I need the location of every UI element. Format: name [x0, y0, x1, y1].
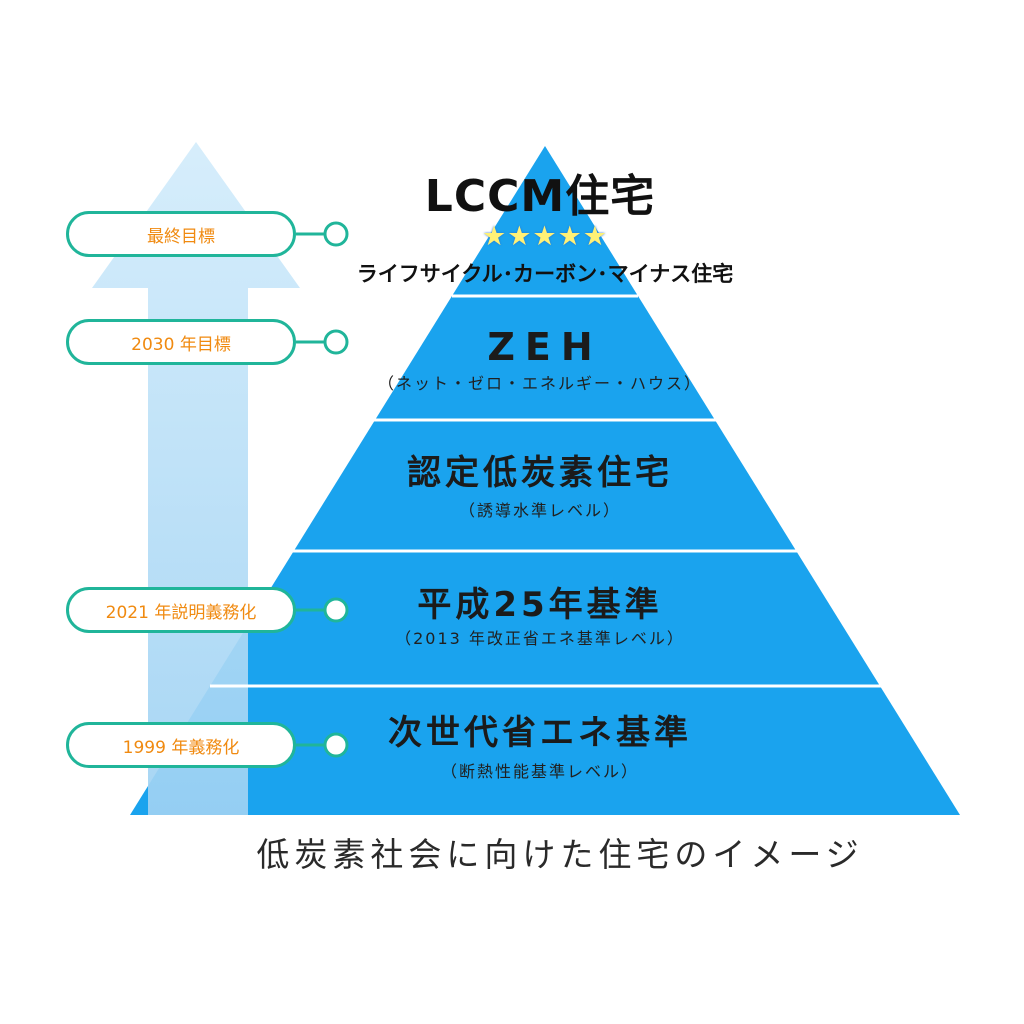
tier-title: 平成25年基準: [417, 585, 663, 625]
connector: [296, 597, 349, 623]
tier-subtitle: （ネット・ゼロ・エネルギー・ハウス）: [377, 374, 702, 393]
tier-title: 次世代省エネ基準: [388, 713, 692, 753]
milestone-label: 2030 年目標: [66, 319, 296, 365]
tier-subtitle: （断熱性能基準レベル）: [440, 762, 639, 781]
connector: [296, 221, 349, 247]
tier-title: 認定低炭素住宅: [407, 453, 673, 493]
milestone-label: 1999 年義務化: [66, 722, 296, 768]
connector: [296, 329, 349, 355]
milestone-label: 2021 年説明義務化: [66, 587, 296, 633]
tier-subtitle: （2013 年改正省エネ基準レベル）: [395, 629, 685, 648]
lccm-subtitle: ライフサイクル･カーボン･マイナス住宅: [356, 262, 734, 286]
pyramid-shape: [130, 146, 960, 815]
connector: [296, 732, 349, 758]
milestone-label: 最終目標: [66, 211, 296, 257]
tier-title: ZEH: [487, 325, 603, 369]
diagram-caption: 低炭素社会に向けた住宅のイメージ: [256, 835, 864, 874]
rating-stars-icon: ★★★★★: [481, 221, 609, 252]
lccm-title: LCCM住宅: [424, 171, 656, 222]
upward-arrow: [92, 142, 300, 815]
tier-subtitle: （誘導水準レベル）: [458, 501, 621, 520]
